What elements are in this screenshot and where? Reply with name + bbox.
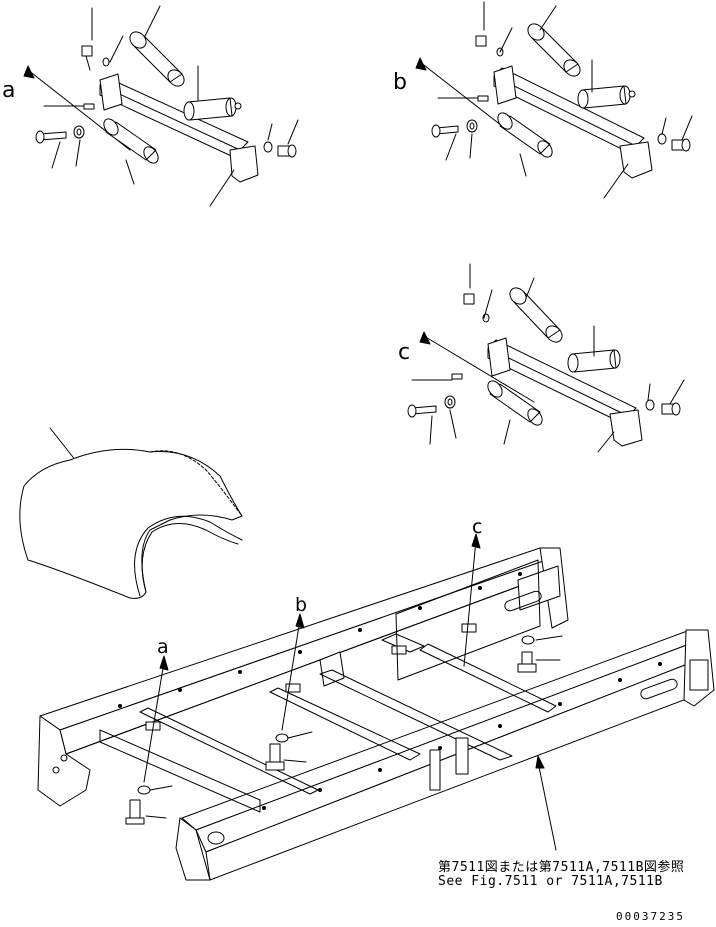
frame [37,547,715,881]
reference-note-jp: 第7511図または第7511A,7511B図参照 [438,860,685,875]
callout-b-lower: b [295,594,308,616]
callout-b-upper: b [393,70,407,95]
callout-a-upper: a [2,78,16,103]
reference-note-en: See Fig.7511 or 7511A,7511B [438,874,663,889]
carrier-roller-upper [129,31,185,87]
roller-assembly-c [407,263,685,453]
leaders-a [43,5,299,207]
rail-holes [118,572,662,810]
carrier-roller-lower [103,118,159,164]
callout-a-lower: a [157,636,169,658]
frame-fasteners [125,533,563,851]
callout-c-upper: c [398,340,411,365]
roller-assembly-b [415,1,693,199]
bolt-set-a [35,45,297,158]
document-number: 00037235 [616,910,685,923]
conveyor-belt [19,427,243,599]
carrier-roller-right [183,97,242,121]
roller-assembly-a [23,5,299,207]
callout-c-lower: c [472,516,483,538]
